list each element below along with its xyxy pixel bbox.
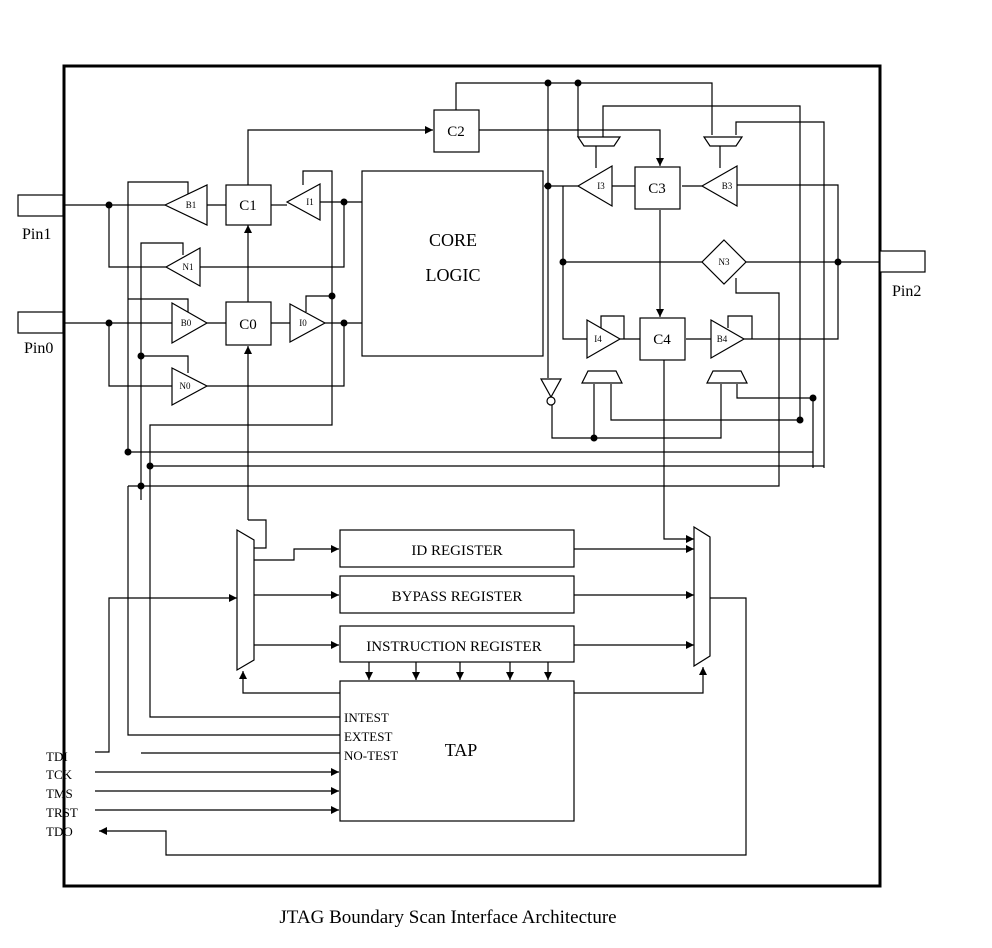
buffer-n1: N1	[164, 246, 201, 288]
tap-output-notest: NO-TEST	[344, 748, 398, 763]
inverter	[539, 378, 563, 406]
svg-text:BYPASS REGISTER: BYPASS REGISTER	[392, 589, 523, 605]
pin1: Pin1	[17, 194, 64, 243]
svg-text:C1: C1	[239, 198, 257, 214]
tap-output-extest: EXTEST	[344, 729, 392, 744]
mux-top-right	[702, 136, 744, 147]
svg-text:C4: C4	[653, 332, 671, 348]
pin2-label: Pin2	[892, 283, 921, 300]
signal-tdo: TDO	[46, 824, 73, 839]
pin2: Pin2	[879, 250, 926, 300]
pin0: Pin0	[17, 311, 64, 357]
svg-text:I1: I1	[306, 197, 314, 207]
svg-text:N3: N3	[719, 257, 730, 267]
buffer-b3: B3	[700, 164, 738, 208]
svg-text:I4: I4	[594, 334, 602, 344]
svg-text:ID REGISTER: ID REGISTER	[411, 543, 502, 559]
pin1-label: Pin1	[22, 226, 51, 243]
instruction-register: INSTRUCTION REGISTER	[339, 625, 575, 663]
tap-label: TAP	[445, 740, 478, 760]
mux-bottom-right	[706, 370, 748, 384]
signal-tms: TMS	[46, 786, 73, 801]
svg-text:C0: C0	[239, 317, 257, 333]
signal-tck: TCK	[46, 767, 73, 782]
mux-bottom-left	[581, 370, 623, 384]
signal-trst: TRST	[46, 805, 78, 820]
svg-text:C2: C2	[447, 124, 465, 140]
svg-text:LOGIC: LOGIC	[426, 265, 481, 285]
svg-text:CORE: CORE	[429, 230, 477, 250]
output-mux	[693, 525, 711, 668]
chip-boundary	[62, 64, 882, 888]
junction-dots	[105, 79, 842, 490]
svg-text:C3: C3	[648, 181, 666, 197]
tap-output-intest: INTEST	[344, 710, 389, 725]
svg-text:N1: N1	[183, 262, 194, 272]
pin0-label: Pin0	[24, 340, 53, 357]
cell-c4: C4	[639, 317, 686, 361]
id-register: ID REGISTER	[339, 529, 575, 568]
svg-text:B1: B1	[186, 200, 197, 210]
buffer-i1: I1	[285, 182, 321, 222]
svg-text:N0: N0	[180, 381, 191, 391]
svg-text:B3: B3	[722, 181, 733, 191]
svg-text:B4: B4	[717, 334, 728, 344]
buffer-n3: N3	[701, 239, 747, 285]
jtag-signals: TDI TCK TMS TRST TDO	[46, 749, 78, 839]
input-mux	[236, 528, 255, 672]
svg-text:I3: I3	[597, 181, 605, 191]
svg-text:I0: I0	[299, 318, 307, 328]
mux-top-left	[576, 136, 622, 147]
cell-c1: C1	[225, 184, 272, 226]
diagram-caption: JTAG Boundary Scan Interface Architectur…	[279, 907, 616, 928]
buffer-i0: I0	[289, 302, 327, 344]
buffer-i3: I3	[576, 164, 613, 208]
buffer-i4: I4	[586, 318, 622, 360]
buffer-b0: B0	[171, 301, 209, 345]
signal-tdi: TDI	[46, 749, 68, 764]
cell-c0: C0	[225, 301, 272, 346]
bypass-register: BYPASS REGISTER	[339, 575, 575, 614]
buffer-b4: B4	[710, 318, 746, 360]
wires	[63, 82, 880, 856]
core-logic: CORE LOGIC	[361, 170, 544, 357]
buffer-b1: B1	[163, 184, 208, 226]
cell-c2: C2	[433, 109, 480, 153]
svg-text:B0: B0	[181, 318, 192, 328]
svg-text:INSTRUCTION REGISTER: INSTRUCTION REGISTER	[366, 639, 541, 655]
tap-controller: TAP INTEST EXTEST NO-TEST	[339, 680, 575, 822]
cell-c3: C3	[634, 166, 681, 210]
buffer-n0: N0	[171, 367, 209, 407]
